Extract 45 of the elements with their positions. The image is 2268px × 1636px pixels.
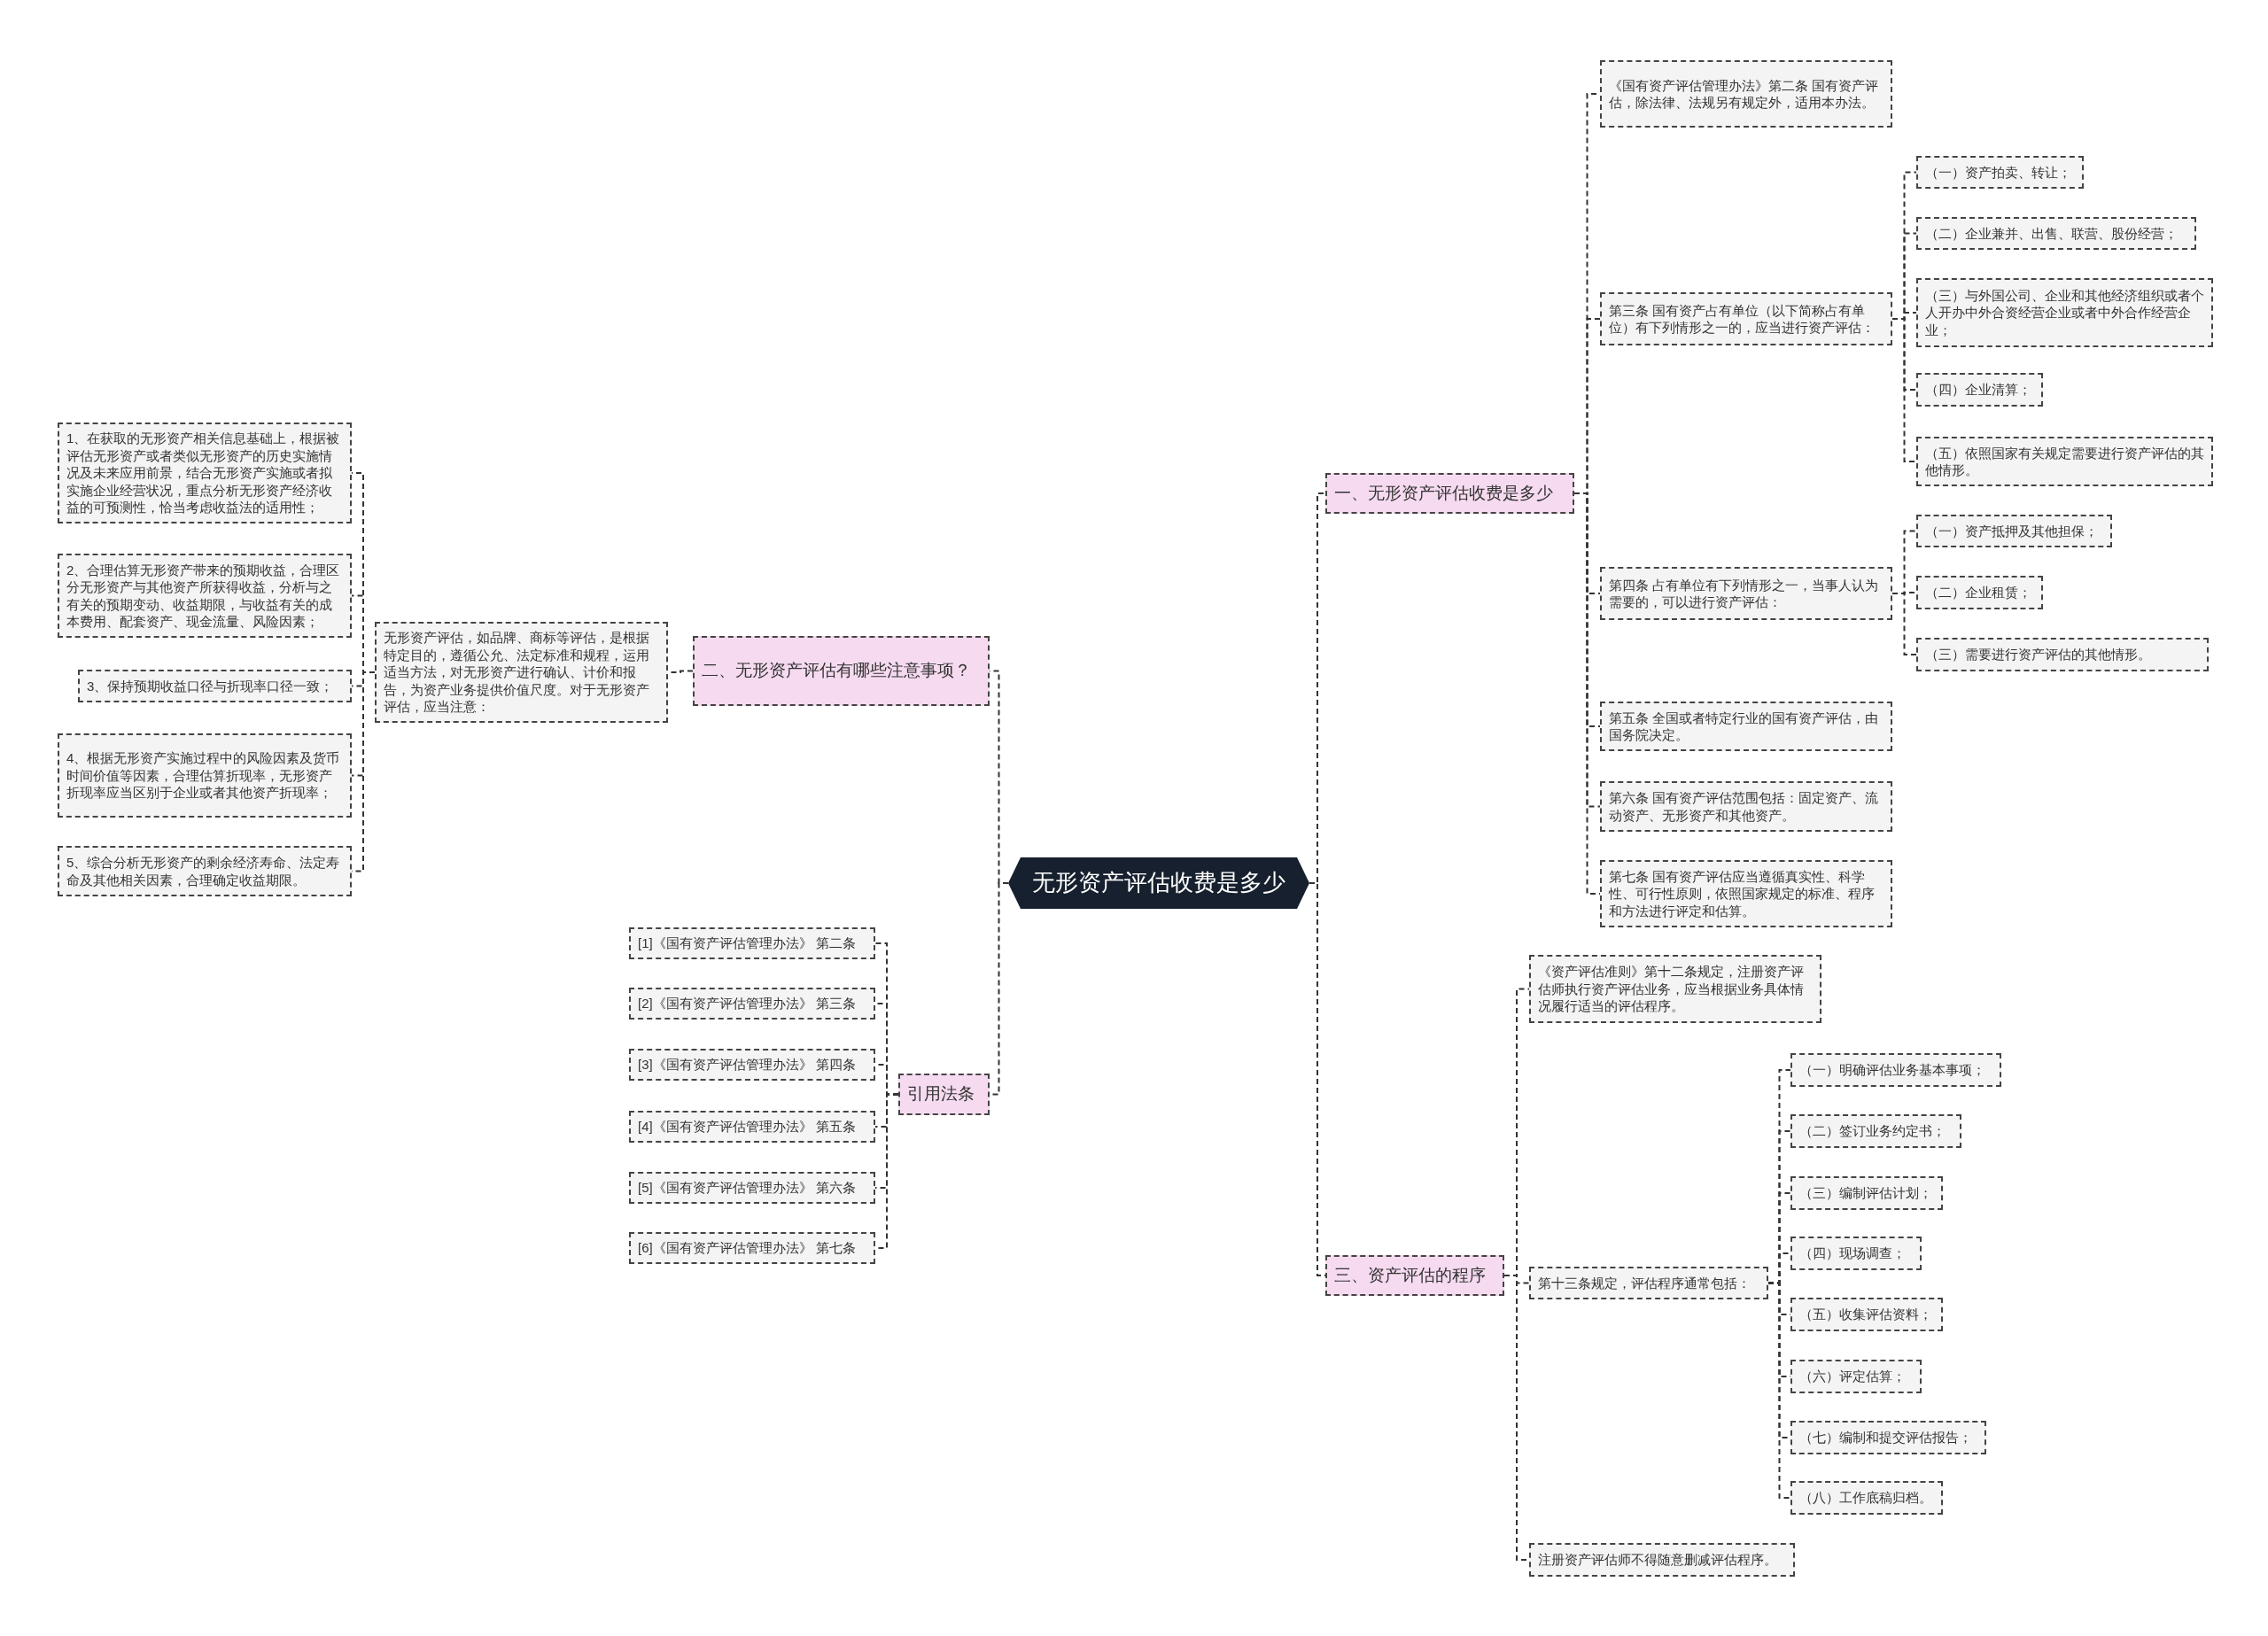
text-box: 第五条 全国或者特定行业的国有资产评估，由国务院决定。 — [1600, 702, 1892, 751]
text-box: 《资产评估准则》第十二条规定，注册资产评估师执行资产评估业务，应当根据业务具体情况履行适当的评估程序。 — [1529, 955, 1821, 1023]
text-box: [1]《国有资产评估管理办法》 第二条 — [629, 927, 875, 959]
text-box: 无形资产评估，如品牌、商标等评估，是根据特定目的，遵循公允、法定标准和规程，运用适当方法，对无形资产进行确认、计价和报告，为资产业务提供价值尺度。对于无形资产评估，应当注意： — [375, 622, 668, 723]
connector-line — [1891, 593, 1917, 655]
text-box: （三）需要进行资产评估的其他情形。 — [1916, 638, 2209, 671]
text-box: [2]《国有资产评估管理办法》 第三条 — [629, 988, 875, 1020]
text-box: （一）资产拍卖、转让； — [1916, 156, 2084, 189]
text-box: （二）签订业务约定书； — [1790, 1114, 1961, 1148]
text-box: （三）与外国公司、企业和其他经济组织或者个人开办中外合资经营企业或者中外合作经营企业； — [1916, 278, 2213, 347]
text-box: （八）工作底稿归档。 — [1790, 1481, 1943, 1515]
text-box: 3、保持预期收益口径与折现率口径一致； — [78, 670, 352, 702]
text-box: （五）收集评估资料； — [1790, 1298, 1943, 1331]
text-box: 第七条 国有资产评估应当遵循真实性、科学性、可行性原则，依照国家规定的标准、程序和方法进行评定和估算。 — [1600, 860, 1892, 927]
text-box: （二）企业租赁； — [1916, 576, 2043, 609]
text-box: 第三条 国有资产占有单位（以下简称占有单位）有下列情形之一的，应当进行资产评估： — [1600, 292, 1892, 345]
text-box: （六）评定估算； — [1790, 1360, 1922, 1393]
text-box: （一）明确评估业务基本事项； — [1790, 1053, 2001, 1087]
text-box: （二）企业兼并、出售、联营、股份经营； — [1916, 217, 2196, 250]
topic-box: 二、无形资产评估有哪些注意事项？ — [693, 636, 990, 706]
text-box: [5]《国有资产评估管理办法》 第六条 — [629, 1172, 875, 1204]
text-box: （一）资产抵押及其他担保； — [1916, 515, 2112, 547]
text-box: （五）依照国家有关规定需要进行资产评估的其他情形。 — [1916, 437, 2213, 486]
text-box: 注册资产评估师不得随意删减评估程序。 — [1529, 1543, 1795, 1577]
text-box: 第六条 国有资产评估范围包括：固定资产、流动资产、无形资产和其他资产。 — [1600, 781, 1892, 832]
topic-hexagon: 无形资产评估收费是多少 — [1008, 857, 1309, 909]
text-box: [4]《国有资产评估管理办法》 第五条 — [629, 1111, 875, 1143]
text-box: （七）编制和提交评估报告； — [1790, 1421, 1986, 1454]
connector-line — [1767, 1282, 1791, 1499]
text-box: 第四条 占有单位有下列情形之一，当事人认为需要的，可以进行资产评估： — [1600, 567, 1892, 620]
text-box: 2、合理估算无形资产带来的预期收益，合理区分无形资产与其他资产所获得收益，分析与之有关的预期变动、收益期限，与收益有关的成本费用、配套资产、现金流量、风险因素； — [58, 554, 352, 638]
text-box: 1、在获取的无形资产相关信息基础上，根据被评估无形资产或者类似无形资产的历史实施情况及未来应用前景，结合无形资产实施或者拟实施企业经营状况，重点分析无形资产经济收益的可预测性，恰当考虑收益法的适用性； — [58, 423, 352, 523]
topic-box: 引用法条 — [898, 1074, 990, 1115]
text-box: （四）企业清算； — [1916, 373, 2043, 407]
text-box: 《国有资产评估管理办法》第二条 国有资产评估，除法律、法规另有规定外，适用本办法。 — [1600, 60, 1892, 128]
text-box: 第十三条规定，评估程序通常包括： — [1529, 1267, 1768, 1299]
text-box: 4、根据无形资产实施过程中的风险因素及货币时间价值等因素，合理估算折现率，无形资产折现率应当区别于企业或者其他资产折现率； — [58, 733, 352, 818]
text-box: （三）编制评估计划； — [1790, 1176, 1943, 1210]
text-box: （四）现场调查； — [1790, 1237, 1922, 1270]
text-box: 5、综合分析无形资产的剩余经济寿命、法定寿命及其他相关因素，合理确定收益期限。 — [58, 846, 352, 896]
connector-line — [1891, 318, 1917, 462]
text-box: [3]《国有资产评估管理办法》 第四条 — [629, 1049, 875, 1081]
topic-box: 一、无形资产评估收费是多少 — [1325, 473, 1574, 514]
text-box: [6]《国有资产评估管理办法》 第七条 — [629, 1232, 875, 1264]
topic-box: 三、资产评估的程序 — [1325, 1255, 1504, 1296]
